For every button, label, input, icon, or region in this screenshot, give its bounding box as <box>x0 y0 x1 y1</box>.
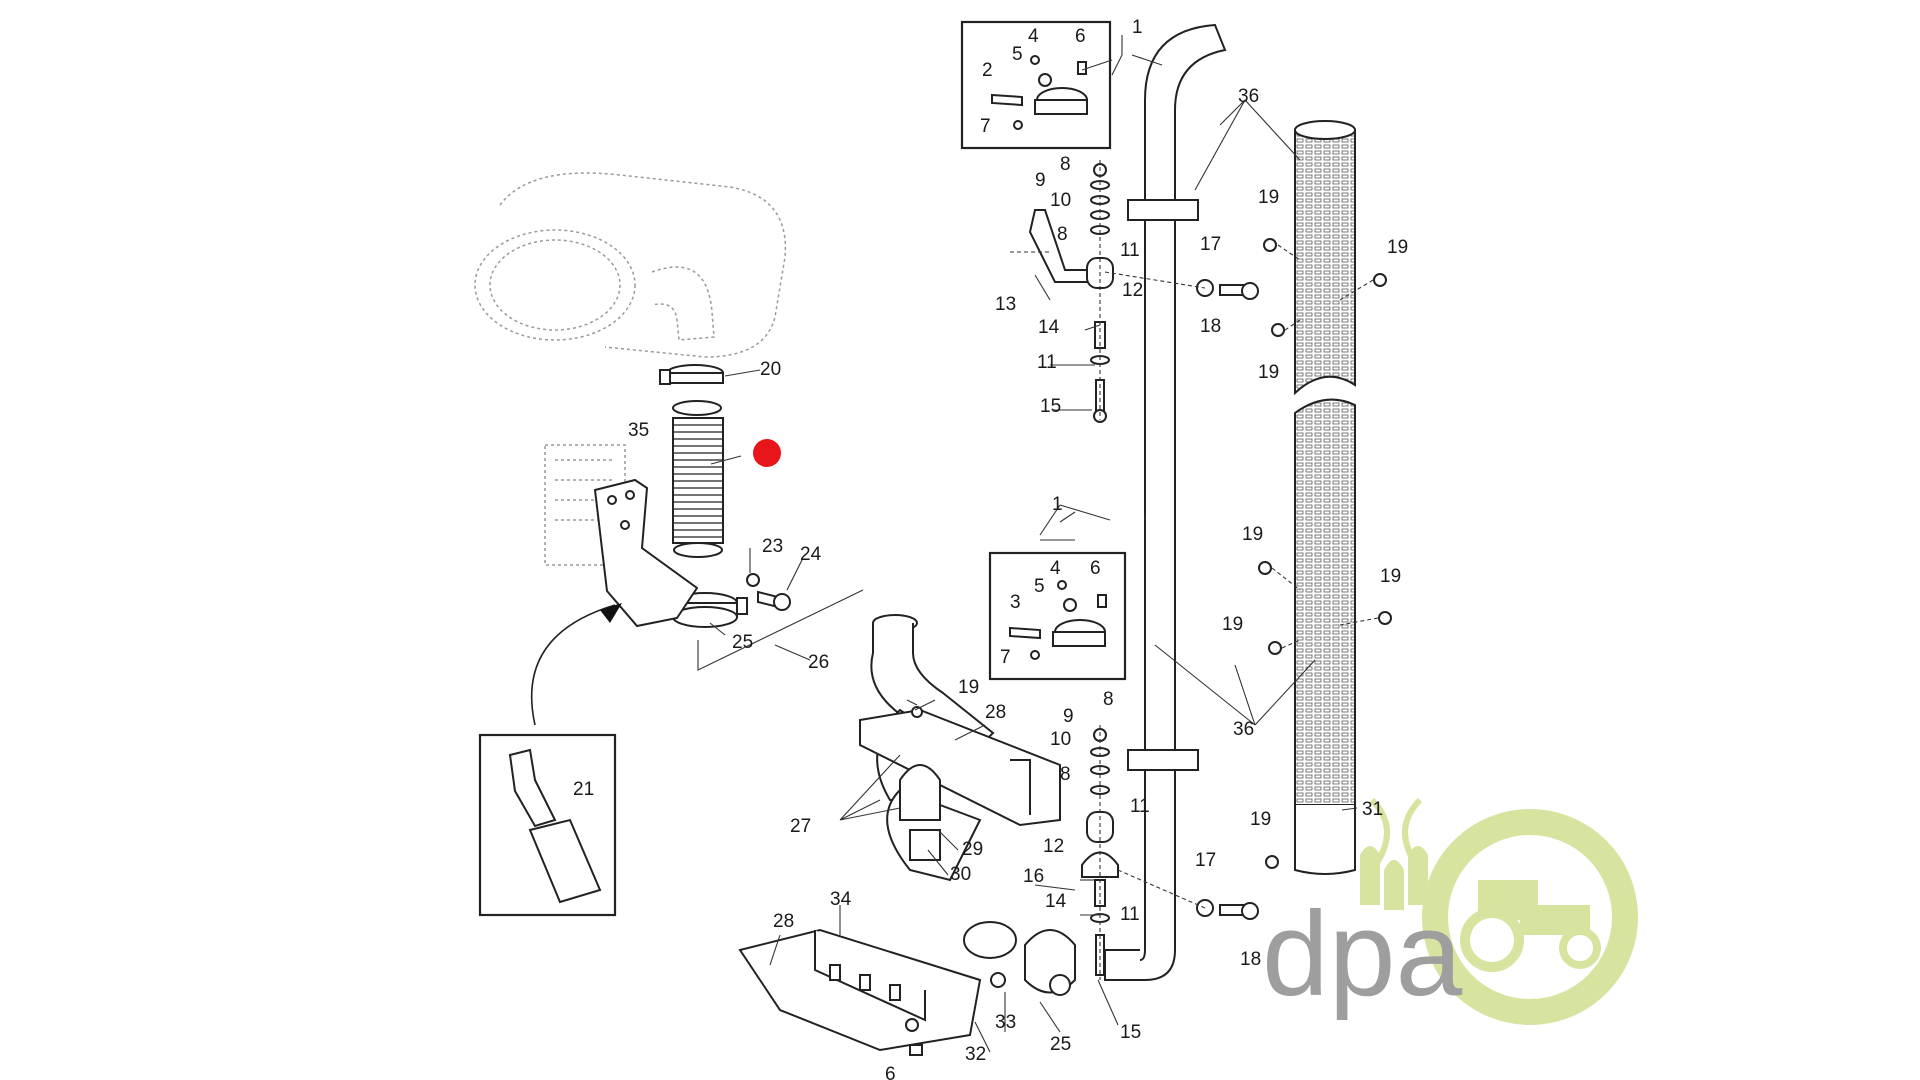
callout-29: 29 <box>962 839 983 860</box>
callout-11: 11 <box>1037 352 1057 373</box>
bolt-17-18-lower <box>1117 869 1259 920</box>
lower-hardware-stack <box>1081 725 1119 980</box>
bolt-19-mid <box>906 699 923 718</box>
callout-5: 5 <box>1012 44 1023 65</box>
callout-24: 24 <box>800 544 822 565</box>
callout-28: 28 <box>773 911 794 932</box>
bracket-35 <box>544 444 699 628</box>
callout-26: 26 <box>808 652 829 673</box>
leader-lines <box>709 35 1358 1053</box>
callout-11: 11 <box>1120 904 1140 925</box>
callout-11: 11 <box>1120 240 1140 261</box>
callout-28: 28 <box>985 702 1006 723</box>
callout-8: 8 <box>1060 154 1071 175</box>
gear-icon <box>1422 809 1638 1025</box>
callout-19: 19 <box>1258 362 1279 383</box>
highlight-marker <box>753 439 781 467</box>
callout-20: 20 <box>760 359 781 380</box>
callout-36: 36 <box>1233 719 1254 740</box>
shield-bolts-19 <box>1258 238 1392 869</box>
callout-8: 8 <box>1060 764 1071 785</box>
callout-36: 36 <box>1238 86 1259 107</box>
callout-25: 25 <box>1050 1034 1071 1055</box>
callout-33: 33 <box>995 1012 1016 1033</box>
callout-34: 34 <box>830 889 852 910</box>
wheat-icon <box>1360 797 1428 910</box>
callout-18: 18 <box>1240 949 1261 970</box>
callout-8: 8 <box>1057 224 1068 245</box>
callout-1: 1 <box>1132 17 1143 38</box>
callout-12: 12 <box>1043 836 1064 857</box>
callout-10: 10 <box>1050 729 1071 750</box>
callout-15: 15 <box>1120 1022 1141 1043</box>
callout-7: 7 <box>1000 647 1011 668</box>
flex-pipe-assembly <box>659 364 791 628</box>
callout-15: 15 <box>1040 396 1061 417</box>
callout-19: 19 <box>1380 566 1401 587</box>
callout-14: 14 <box>1038 317 1060 338</box>
callout-10: 10 <box>1050 190 1071 211</box>
callout-19: 19 <box>1387 237 1408 258</box>
callout-7: 7 <box>980 116 991 137</box>
callout-19: 19 <box>1222 614 1243 635</box>
callout-19: 19 <box>1242 524 1263 545</box>
callout-labels: 1 1 2 3 4 4 5 5 6 6 6 7 7 8 8 8 8 9 9 10… <box>573 17 1408 1080</box>
callout-31: 31 <box>1362 799 1383 820</box>
callout-6: 6 <box>1090 558 1101 579</box>
callout-4: 4 <box>1050 558 1061 579</box>
callout-3: 3 <box>1010 592 1021 613</box>
callout-27: 27 <box>790 816 811 837</box>
callout-16: 16 <box>1023 866 1044 887</box>
callout-18: 18 <box>1200 316 1221 337</box>
callout-19: 19 <box>958 677 979 698</box>
callout-19: 19 <box>1258 187 1279 208</box>
dpa-watermark-logo: dpa <box>1262 797 1638 1025</box>
heat-shield-28-upper <box>859 708 1061 861</box>
heat-shield-31 <box>1294 120 1356 875</box>
callout-2: 2 <box>982 60 993 81</box>
callout-35: 35 <box>628 420 649 441</box>
callout-4: 4 <box>1028 26 1039 47</box>
inset-box-middle <box>988 551 1127 681</box>
callout-32: 32 <box>965 1044 986 1065</box>
callout-17: 17 <box>1195 850 1216 871</box>
tractor-icon <box>1460 880 1601 972</box>
watermark-text: dpa <box>1262 887 1462 1021</box>
callout-12: 12 <box>1122 280 1143 301</box>
callout-5: 5 <box>1034 576 1045 597</box>
callout-13: 13 <box>995 294 1016 315</box>
upper-hardware-stack <box>1086 160 1114 423</box>
callout-21: 21 <box>573 779 594 800</box>
callout-19: 19 <box>1250 809 1271 830</box>
callout-9: 9 <box>1035 170 1046 191</box>
muffler <box>474 172 787 358</box>
callout-8: 8 <box>1103 689 1114 710</box>
callout-9: 9 <box>1063 706 1074 727</box>
bolt-17-18-upper <box>1104 271 1259 300</box>
callout-23: 23 <box>762 536 783 557</box>
callout-6: 6 <box>885 1064 896 1080</box>
callout-1: 1 <box>1052 494 1063 515</box>
vertical-exhaust-stack <box>1104 23 1227 981</box>
callout-6: 6 <box>1075 26 1086 47</box>
flex-pipe-corrugation <box>673 424 723 538</box>
callout-30: 30 <box>950 864 971 885</box>
callout-14: 14 <box>1045 891 1067 912</box>
clamp-25-lower <box>1024 929 1076 996</box>
callout-11: 11 <box>1130 796 1150 817</box>
inset-box-21 <box>478 603 622 917</box>
heat-shield-28-lower <box>738 928 1006 1056</box>
callout-17: 17 <box>1200 234 1221 255</box>
inset-box-top <box>960 20 1112 150</box>
callout-25: 25 <box>732 632 753 653</box>
